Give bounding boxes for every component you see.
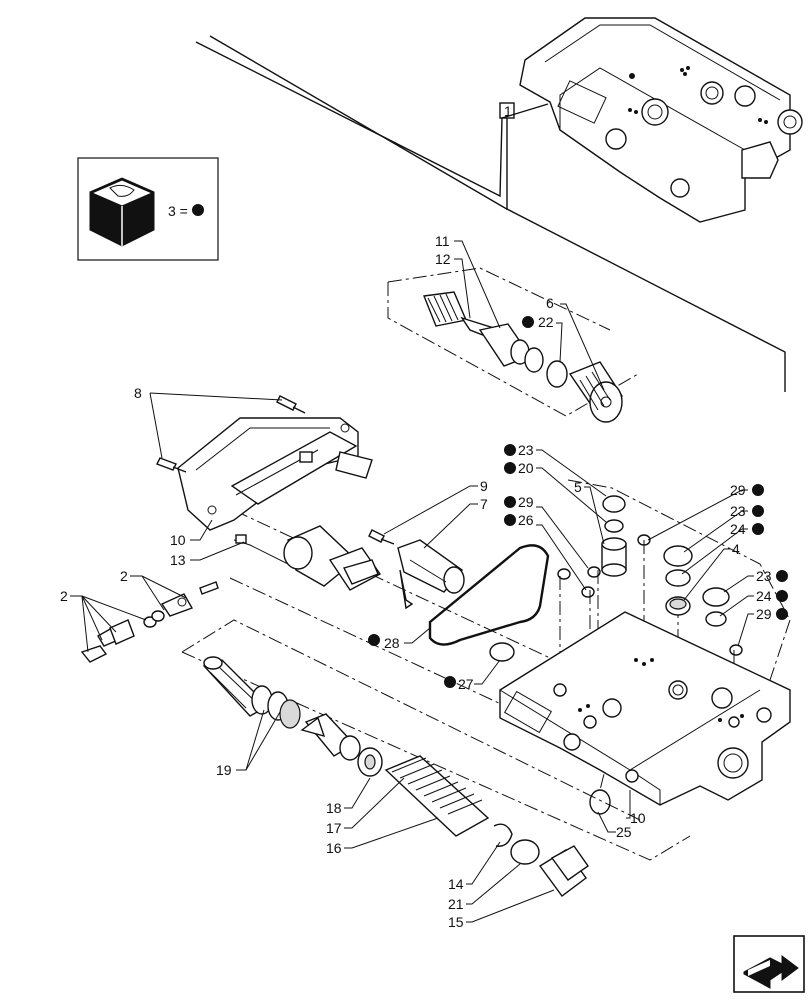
callout-leaders [70, 240, 754, 923]
oring-27 [489, 642, 515, 662]
callout-labels: 11 12 6 22 8 9 7 10 13 2 2 23 20 5 29 26… [60, 233, 788, 930]
kit-left-label: KIT [94, 209, 117, 225]
kit-equals-label: 3 = [168, 203, 188, 219]
callout-24b-label: 24 [756, 588, 772, 604]
callout-17-label: 17 [326, 820, 342, 836]
callout-7-label: 7 [480, 496, 488, 512]
callout-6-label: 6 [546, 295, 554, 311]
kit-right-label: KIT [125, 209, 148, 225]
main-spool-19 [202, 656, 361, 761]
callout-2b-label: 2 [60, 588, 68, 604]
actuator-7 [368, 529, 465, 610]
kit-marker-icon [504, 444, 516, 456]
next-page-arrow-icon[interactable] [733, 935, 805, 993]
callout-5-label: 5 [574, 479, 582, 495]
kit-marker-icon [504, 514, 516, 526]
small-parts-2 [80, 581, 219, 663]
reference-leader-lines [195, 35, 786, 392]
kit-marker-icon [368, 634, 380, 646]
callout-8-label: 8 [134, 385, 142, 401]
kit-marker-icon [444, 676, 456, 688]
kit-marker-icon [752, 523, 764, 535]
callout-16-label: 16 [326, 840, 342, 856]
solenoid-cover [177, 417, 373, 531]
callout-10b-label: 10 [630, 810, 646, 826]
gasket-28 [428, 544, 550, 646]
callout-23c-label: 23 [756, 568, 772, 584]
valve-section-assembly [519, 17, 803, 223]
kit-marker-icon [776, 570, 788, 582]
check-valve-stack [557, 495, 651, 598]
callout-22-label: 22 [538, 314, 554, 330]
coil-assembly [233, 525, 382, 591]
callout-26-label: 26 [518, 512, 534, 528]
callout-10a-label: 10 [170, 532, 186, 548]
callout-2a-label: 2 [120, 568, 128, 584]
callout-14-label: 14 [448, 876, 464, 892]
kit-legend: KIT KIT 3 = [77, 157, 219, 261]
callout-19-label: 19 [216, 762, 232, 778]
callout-11-label: 11 [435, 233, 450, 249]
filled-circle-icon [192, 204, 204, 216]
callout-29b-label: 29 [730, 482, 746, 498]
spool-cartridge-top [423, 291, 623, 423]
kit-marker-icon [776, 608, 788, 620]
callout-1: 1 [499, 102, 515, 119]
callout-23a-label: 23 [518, 442, 534, 458]
callout-24a-label: 24 [730, 521, 746, 537]
callout-18-label: 18 [326, 800, 342, 816]
callout-20-label: 20 [518, 460, 534, 476]
callout-29c-label: 29 [756, 606, 772, 622]
callout-9-label: 9 [480, 478, 488, 494]
callout-15-label: 15 [448, 914, 464, 930]
spool-end-parts [357, 747, 589, 897]
kit-marker-icon [504, 496, 516, 508]
callout-1-label: 1 [504, 103, 512, 119]
kit-marker-icon [776, 590, 788, 602]
callout-27-label: 27 [458, 676, 474, 692]
valve-body [499, 611, 791, 806]
callout-12-label: 12 [435, 251, 451, 267]
callout-29a-label: 29 [518, 494, 534, 510]
callout-28-label: 28 [384, 635, 400, 651]
kit-marker-icon [522, 316, 534, 328]
callout-13-label: 13 [170, 552, 186, 568]
callout-23b-label: 23 [730, 503, 746, 519]
kit-marker-icon [752, 505, 764, 517]
oring-25 [589, 789, 611, 815]
kit-marker-icon [752, 484, 764, 496]
callout-4-label: 4 [732, 541, 740, 557]
callout-21-label: 21 [448, 896, 464, 912]
relief-valve-stack [663, 545, 743, 656]
callout-25-label: 25 [616, 824, 632, 840]
kit-marker-icon [504, 462, 516, 474]
